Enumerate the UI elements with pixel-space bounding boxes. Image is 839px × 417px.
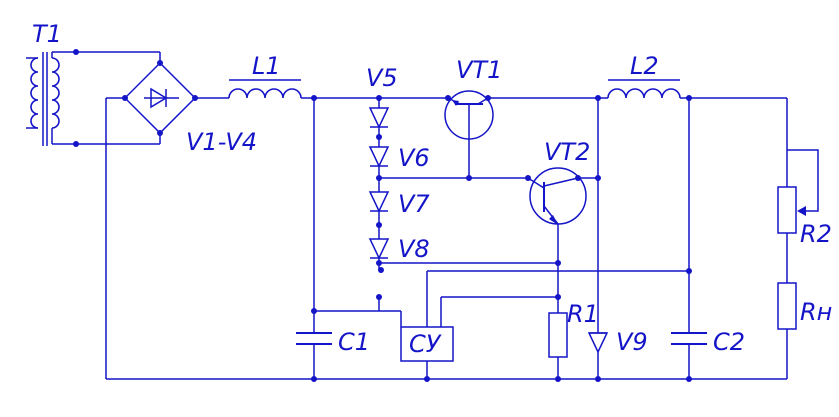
diode-v7 (368, 191, 390, 213)
label-r1: R1 (567, 300, 599, 328)
resistor-load-rn (777, 282, 797, 330)
label-v1-v4: V1-V4 (186, 128, 257, 156)
diode-v5 (368, 107, 390, 129)
diode-bridge-v1-v4 (122, 60, 198, 136)
transistor-vt2 (527, 167, 587, 225)
capacitor-c1 (296, 332, 332, 345)
label-v7: V7 (398, 190, 430, 218)
label-c2: C2 (713, 328, 745, 356)
label-v6: V6 (398, 144, 430, 172)
resistor-r1 (548, 312, 568, 358)
label-v8: V8 (398, 235, 430, 263)
label-t1: T1 (32, 20, 62, 48)
diode-v9 (587, 332, 609, 354)
transistor-vt1 (444, 90, 494, 178)
label-l2: L2 (630, 52, 659, 80)
label-v5: V5 (366, 64, 398, 92)
label-c1: C1 (338, 328, 370, 356)
label-rn: Rн (800, 298, 832, 326)
transformer-t1 (26, 52, 60, 146)
label-r2: R2 (800, 220, 832, 248)
label-control-unit: СУ (409, 330, 442, 358)
label-vt2: VT2 (544, 138, 590, 166)
capacitor-c2 (671, 332, 707, 345)
label-vt1: VT1 (456, 56, 502, 84)
inductor-l1 (228, 79, 302, 99)
label-l1: L1 (252, 52, 281, 80)
label-v9: V9 (616, 328, 648, 356)
diode-v6 (368, 146, 390, 168)
inductor-l2 (607, 79, 681, 99)
diode-v8 (368, 238, 390, 260)
